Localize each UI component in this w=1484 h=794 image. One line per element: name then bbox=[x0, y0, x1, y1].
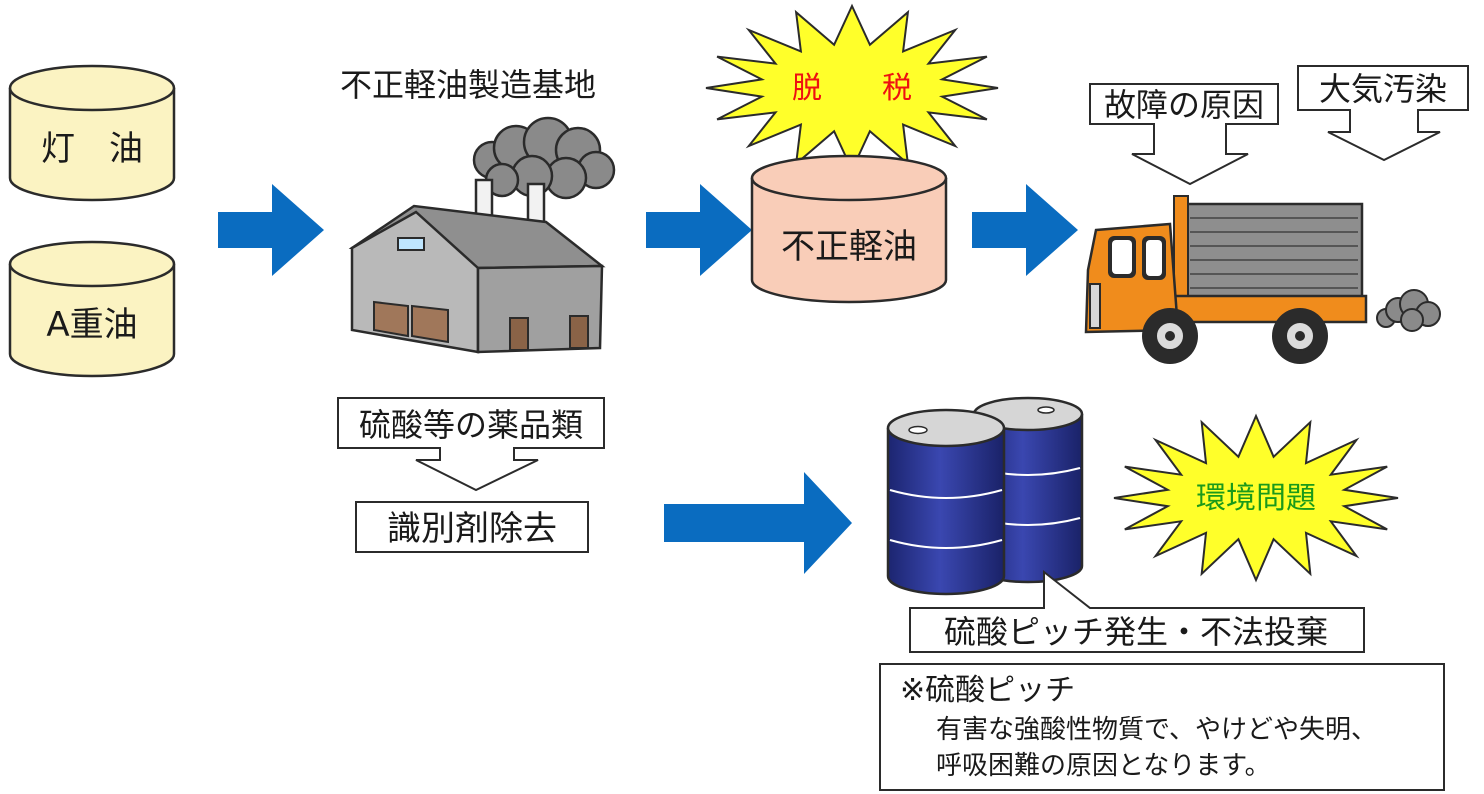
illegal-diesel-label: 不正軽油 bbox=[781, 227, 917, 267]
heavy-oil-a-tank: A重油 bbox=[8, 240, 176, 378]
environment-burst: 環境問題 bbox=[1113, 413, 1399, 583]
arrow-to-illegal-fuel bbox=[646, 184, 752, 276]
air-pollution-label: 大気汚染 bbox=[1319, 70, 1447, 108]
pitch-label: 硫酸ピッチ発生・不法投棄 bbox=[944, 613, 1328, 651]
air-pollution-callout: 大気汚染 bbox=[1297, 65, 1469, 162]
tax-evasion-label: 脱 税 bbox=[792, 71, 912, 106]
breakdown-callout: 故障の原因 bbox=[1089, 83, 1279, 186]
marker-removal-box: 識別剤除去 bbox=[355, 501, 589, 553]
chemicals-label: 硫酸等の薬品類 bbox=[359, 406, 583, 444]
tax-evasion-burst: 脱 税 bbox=[705, 3, 999, 173]
breakdown-label: 故障の原因 bbox=[1104, 86, 1264, 124]
factory-title: 不正軽油製造基地 bbox=[340, 66, 596, 104]
note-title: ※硫酸ピッチ bbox=[900, 673, 1075, 708]
pitch-callout: 硫酸ピッチ発生・不法投棄 bbox=[909, 569, 1365, 653]
arrow-to-drums bbox=[664, 472, 852, 574]
chemicals-callout: 硫酸等の薬品類 bbox=[337, 397, 605, 492]
note-line-2: 呼吸困難の原因となります。 bbox=[936, 751, 1271, 781]
heavy-oil-a-label: A重油 bbox=[46, 305, 137, 345]
kerosene-tank: 灯 油 bbox=[8, 64, 176, 202]
note-box: ※硫酸ピッチ 有害な強酸性物質で、やけどや失明、 呼吸困難の原因となります。 bbox=[879, 663, 1445, 791]
illegal-diesel-tank: 不正軽油 bbox=[750, 154, 948, 304]
arrow-to-truck bbox=[972, 184, 1078, 276]
factory-illustration bbox=[348, 116, 616, 354]
arrow-to-factory bbox=[218, 184, 324, 276]
environment-label: 環境問題 bbox=[1196, 481, 1316, 516]
note-line-1: 有害な強酸性物質で、やけどや失明、 bbox=[936, 715, 1377, 745]
marker-removal-label: 識別剤除去 bbox=[387, 509, 557, 549]
drums-illustration bbox=[886, 396, 1084, 596]
kerosene-label: 灯 油 bbox=[41, 129, 143, 169]
truck-illustration bbox=[1084, 195, 1441, 364]
